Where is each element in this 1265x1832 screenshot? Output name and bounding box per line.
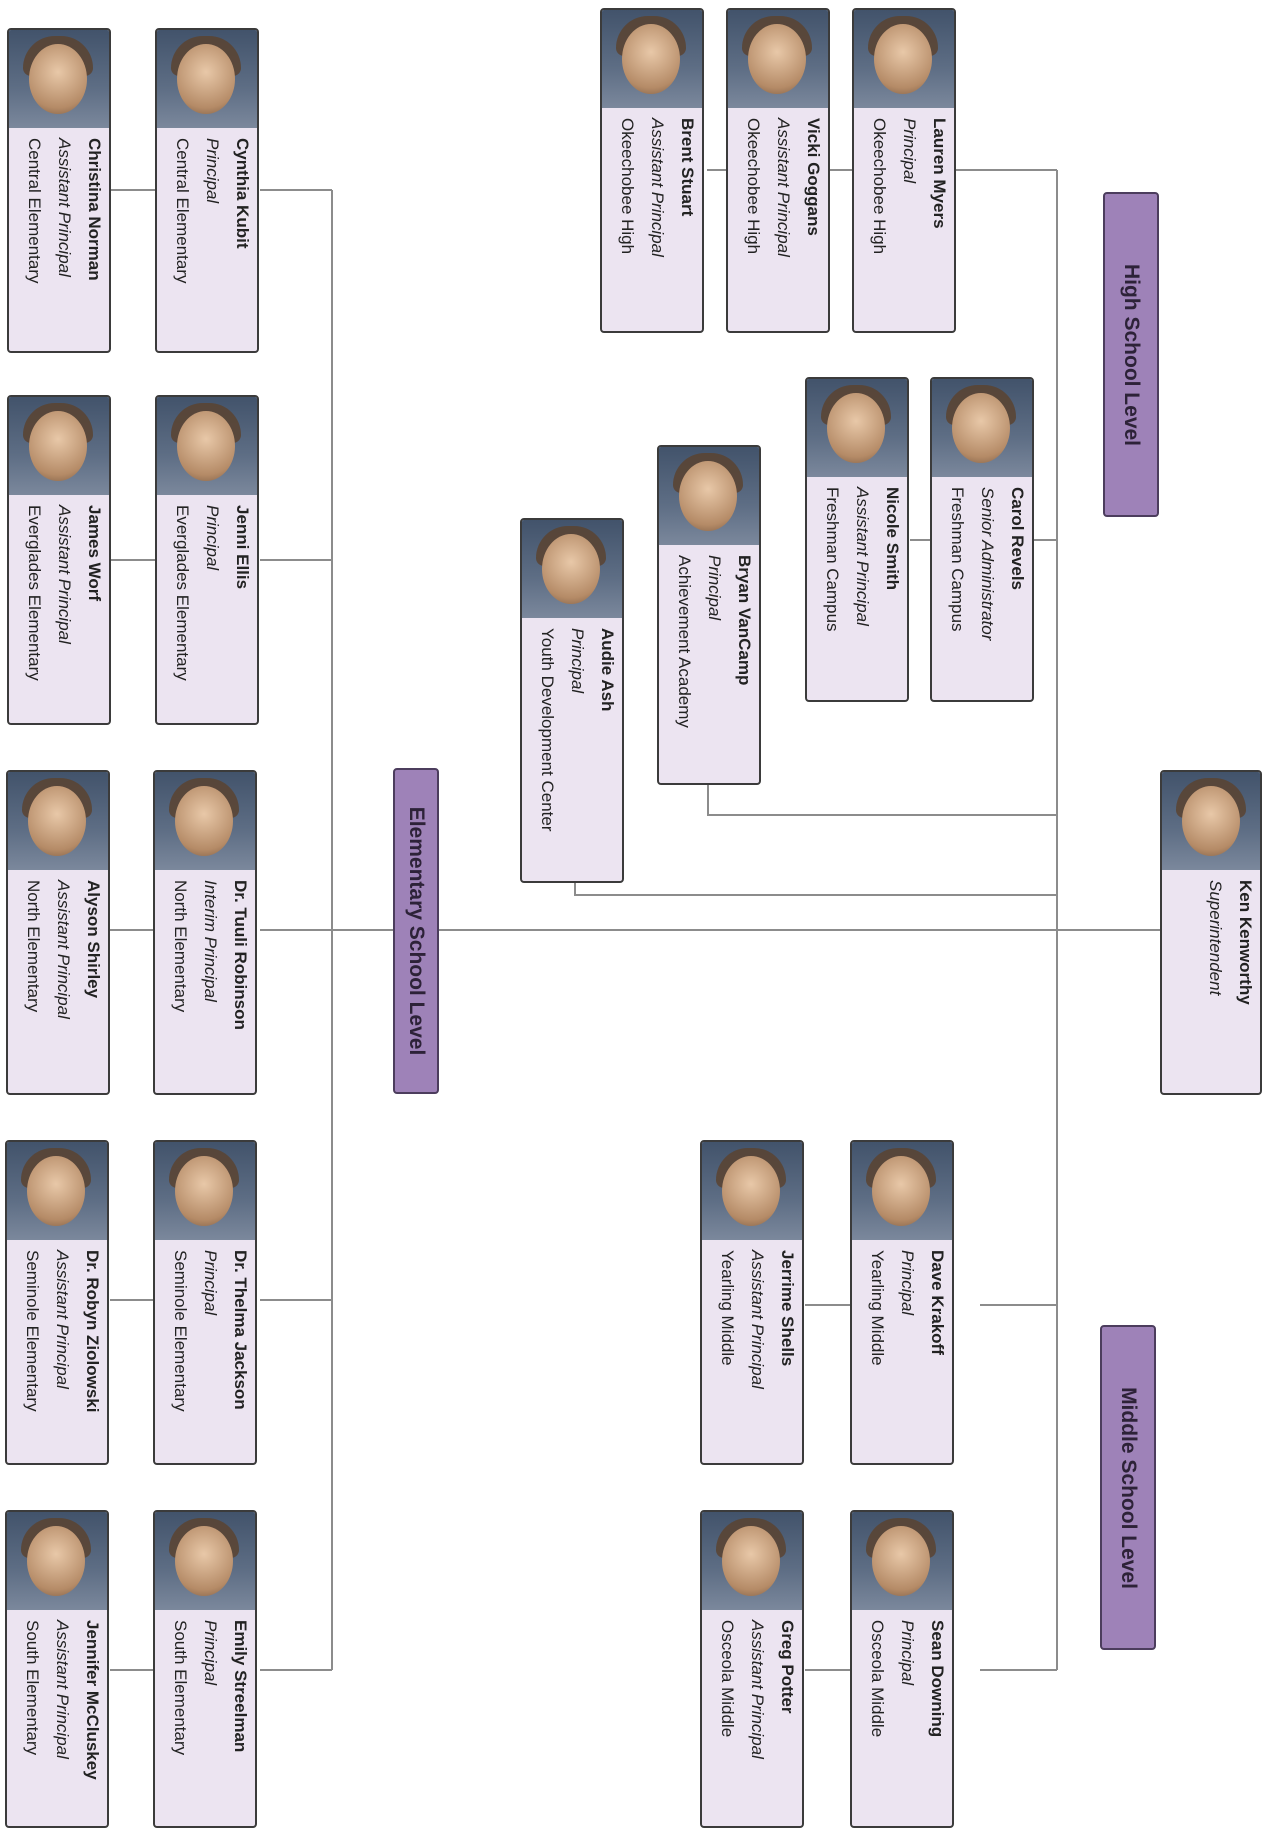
school-audie-ash: Youth Development Center (538, 628, 557, 832)
title-jerrime-shells: Assistant Principal (748, 1250, 767, 1389)
title-alyson-shirley: Assistant Principal (54, 880, 73, 1019)
name-brent-stuart: Brent Stuart (678, 118, 697, 217)
card-dave-krakoff[interactable]: Dave Krakoff Principal Yearling Middle (850, 1140, 954, 1465)
title-christina-norman: Assistant Principal (55, 138, 74, 277)
title-sean-downing: Principal (898, 1620, 917, 1686)
card-vicki-goggans[interactable]: Vicki Goggans Assistant Principal Okeech… (726, 8, 830, 333)
school-carol-revels: Freshman Campus (948, 487, 967, 632)
school-sean-downing: Osceola Middle (868, 1620, 887, 1738)
school-christina-norman: Central Elementary (25, 138, 44, 284)
name-cynthia-kubit: Cynthia Kubit (233, 138, 252, 249)
card-lauren-myers[interactable]: Lauren Myers Principal Okeechobee High (852, 8, 956, 333)
card-brent-stuart[interactable]: Brent Stuart Assistant Principal Okeecho… (600, 8, 704, 333)
name-lauren-myers: Lauren Myers (930, 118, 949, 229)
card-ken-kenworthy[interactable]: Ken Kenworthy Superintendent (1160, 770, 1262, 1095)
card-sean-downing[interactable]: Sean Downing Principal Osceola Middle (850, 1510, 954, 1828)
school-emily-streelman: South Elementary (171, 1620, 190, 1756)
name-vicki-goggans: Vicki Goggans (804, 118, 823, 236)
school-greg-potter: Osceola Middle (718, 1620, 737, 1738)
name-robyn-ziolowski: Dr. Robyn Ziolowski (83, 1250, 102, 1413)
card-carol-revels[interactable]: Carol Revels Senior Administrator Freshm… (930, 377, 1034, 702)
card-greg-potter[interactable]: Greg Potter Assistant Principal Osceola … (700, 1510, 804, 1828)
name-alyson-shirley: Alyson Shirley (84, 880, 103, 999)
title-emily-streelman: Principal (201, 1620, 220, 1686)
school-nicole-smith: Freshman Campus (823, 487, 842, 632)
card-cynthia-kubit[interactable]: Cynthia Kubit Principal Central Elementa… (155, 28, 259, 353)
card-james-worf[interactable]: James Worf Assistant Principal Everglade… (7, 395, 111, 725)
card-alyson-shirley[interactable]: Alyson Shirley Assistant Principal North… (6, 770, 110, 1095)
school-jenni-ellis: Everglades Elementary (173, 505, 192, 681)
title-bryan-vancamp: Principal (705, 555, 724, 621)
title-lauren-myers: Principal (900, 118, 919, 184)
title-audie-ash: Principal (568, 628, 587, 694)
name-jennifer-mccluskey: Jennifer McCluskey (83, 1620, 102, 1780)
card-robyn-ziolowski[interactable]: Dr. Robyn Ziolowski Assistant Principal … (5, 1140, 109, 1465)
name-jenni-ellis: Jenni Ellis (233, 505, 252, 590)
title-brent-stuart: Assistant Principal (648, 118, 667, 257)
school-alyson-shirley: North Elementary (24, 880, 43, 1013)
name-nicole-smith: Nicole Smith (883, 487, 902, 590)
name-dave-krakoff: Dave Krakoff (928, 1250, 947, 1355)
school-robyn-ziolowski: Seminole Elementary (23, 1250, 42, 1412)
high-school-level-band: High School Level (1103, 192, 1159, 517)
card-jerrime-shells[interactable]: Jerrime Shells Assistant Principal Yearl… (700, 1140, 804, 1465)
name-sean-downing: Sean Downing (928, 1620, 947, 1738)
card-thelma-jackson[interactable]: Dr. Thelma Jackson Principal Seminole El… (153, 1140, 257, 1465)
name-tuuli-robinson: Dr. Tuuli Robinson (231, 880, 250, 1030)
school-dave-krakoff: Yearling Middle (868, 1250, 887, 1366)
card-audie-ash[interactable]: Audie Ash Principal Youth Development Ce… (520, 518, 624, 883)
middle-school-level-label: Middle School Level (1117, 1386, 1140, 1589)
title-carol-revels: Senior Administrator (978, 487, 997, 641)
card-tuuli-robinson[interactable]: Dr. Tuuli Robinson Interim Principal Nor… (153, 770, 257, 1095)
name-james-worf: James Worf (85, 505, 104, 602)
school-bryan-vancamp: Achievement Academy (675, 555, 694, 728)
school-tuuli-robinson: North Elementary (171, 880, 190, 1013)
title-ken-kenworthy: Superintendent (1206, 880, 1225, 996)
title-james-worf: Assistant Principal (55, 505, 74, 644)
card-jennifer-mccluskey[interactable]: Jennifer McCluskey Assistant Principal S… (5, 1510, 109, 1828)
name-emily-streelman: Emily Streelman (231, 1620, 250, 1753)
title-thelma-jackson: Principal (201, 1250, 220, 1316)
card-bryan-vancamp[interactable]: Bryan VanCamp Principal Achievement Acad… (657, 445, 761, 785)
card-emily-streelman[interactable]: Emily Streelman Principal South Elementa… (153, 1510, 257, 1828)
school-jennifer-mccluskey: South Elementary (23, 1620, 42, 1756)
photo-ken-kenworthy (1162, 772, 1260, 870)
high-school-level-label: High School Level (1120, 263, 1143, 446)
school-vicki-goggans: Okeechobee High (744, 118, 763, 255)
name-ken-kenworthy: Ken Kenworthy (1236, 880, 1255, 1005)
name-jerrime-shells: Jerrime Shells (778, 1250, 797, 1367)
school-brent-stuart: Okeechobee High (618, 118, 637, 255)
title-cynthia-kubit: Principal (203, 138, 222, 204)
name-carol-revels: Carol Revels (1008, 487, 1027, 590)
title-dave-krakoff: Principal (898, 1250, 917, 1316)
name-audie-ash: Audie Ash (598, 628, 617, 712)
card-christina-norman[interactable]: Christina Norman Assistant Principal Cen… (7, 28, 111, 353)
connector-achievement (707, 785, 1057, 816)
middle-school-level-band: Middle School Level (1100, 1325, 1156, 1650)
elementary-school-level-band: Elementary School Level (393, 768, 439, 1094)
school-lauren-myers: Okeechobee High (870, 118, 889, 255)
school-cynthia-kubit: Central Elementary (173, 138, 192, 284)
card-jenni-ellis[interactable]: Jenni Ellis Principal Everglades Element… (155, 395, 259, 725)
name-thelma-jackson: Dr. Thelma Jackson (231, 1250, 250, 1410)
title-jennifer-mccluskey: Assistant Principal (53, 1620, 72, 1759)
school-james-worf: Everglades Elementary (25, 505, 44, 681)
card-nicole-smith[interactable]: Nicole Smith Assistant Principal Freshma… (805, 377, 909, 702)
elementary-school-level-label: Elementary School Level (405, 806, 428, 1056)
school-jerrime-shells: Yearling Middle (718, 1250, 737, 1366)
name-greg-potter: Greg Potter (778, 1620, 797, 1714)
school-thelma-jackson: Seminole Elementary (171, 1250, 190, 1412)
title-nicole-smith: Assistant Principal (853, 487, 872, 626)
title-jenni-ellis: Principal (203, 505, 222, 571)
title-vicki-goggans: Assistant Principal (774, 118, 793, 257)
title-robyn-ziolowski: Assistant Principal (53, 1250, 72, 1389)
title-greg-potter: Assistant Principal (748, 1620, 767, 1759)
name-bryan-vancamp: Bryan VanCamp (735, 555, 754, 686)
name-christina-norman: Christina Norman (85, 138, 104, 281)
title-tuuli-robinson: Interim Principal (201, 880, 220, 1002)
connector-ydc (574, 880, 1057, 896)
